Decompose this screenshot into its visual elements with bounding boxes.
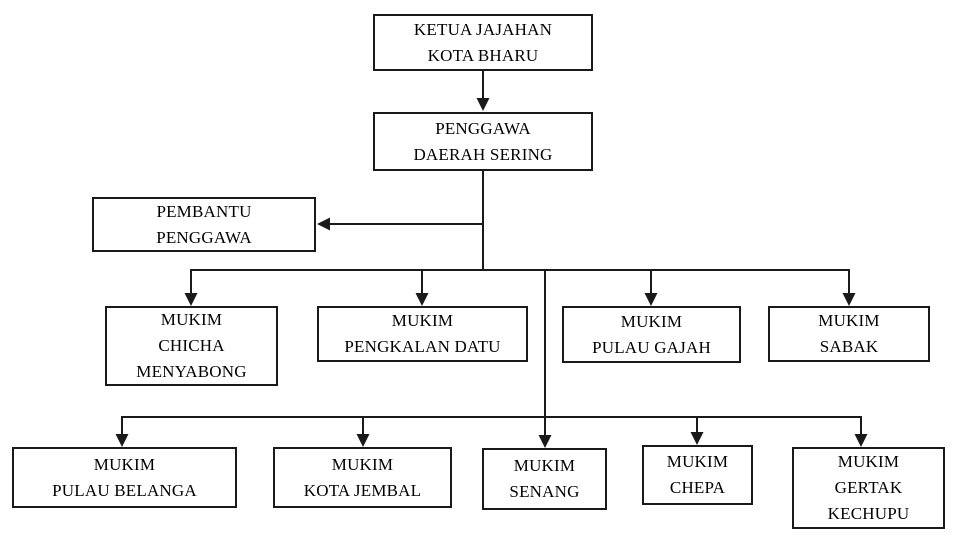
node-mukim-senang: MUKIM SENANG xyxy=(482,448,607,510)
node-label-line: MUKIM xyxy=(93,454,156,474)
node-label-line: CHEPA xyxy=(669,478,726,497)
node-mukim-pengkalan-datu: MUKIM PENGKALAN DATU xyxy=(317,306,528,362)
edge-to-mukim-kota-jembal-arrowhead xyxy=(356,434,370,447)
node-ketua-jajahan-kota-bharu: KETUA JAJAHAN KOTA BHARU xyxy=(373,14,593,71)
node-label-line: CHICHA xyxy=(158,336,225,355)
node-label-line: MUKIM xyxy=(666,452,729,471)
node-label-line: PENGGAWA xyxy=(156,227,252,247)
node-label-line: SABAK xyxy=(819,337,879,356)
node-label-line: KOTA JEMBAL xyxy=(303,480,422,500)
node-label-line: MUKIM xyxy=(818,311,880,330)
node-label-line: MUKIM xyxy=(837,452,900,471)
edge-to-mukim-chepa-arrowhead xyxy=(690,432,704,445)
node-mukim-pulau-gajah: MUKIM PULAU GAJAH xyxy=(562,306,741,363)
edge-to-mukim-chicha-arrowhead xyxy=(184,293,198,306)
node-label-line: DAERAH SERING xyxy=(413,144,553,164)
node-label-line: PENGGAWA xyxy=(435,118,531,138)
edge-to-mukim-sabak-arrowhead xyxy=(842,293,856,306)
node-label-line: MUKIM xyxy=(620,311,683,331)
node-label-line: MENYABONG xyxy=(136,362,247,381)
edge-to-mukim-pulau-gajah-arrowhead xyxy=(644,293,658,306)
edge-ketua-to-penggawa-arrowhead xyxy=(476,98,490,111)
node-label-line: KECHUPU xyxy=(827,504,910,523)
node-mukim-chepa: MUKIM CHEPA xyxy=(642,445,753,505)
node-label-line: KOTA BHARU xyxy=(427,45,539,65)
node-label-line: MUKIM xyxy=(160,310,223,329)
node-label-line: GERTAK xyxy=(834,478,903,497)
edge-penggawa-to-pembantu-arrowhead xyxy=(317,217,330,231)
node-label-line: MUKIM xyxy=(391,311,454,330)
node-label-line: PEMBANTU xyxy=(156,201,252,221)
node-mukim-gertak-kechupu: MUKIM GERTAK KECHUPU xyxy=(792,447,945,529)
node-label-line: KETUA JAJAHAN xyxy=(413,19,553,39)
node-pembantu-penggawa: PEMBANTU PENGGAWA xyxy=(92,197,316,252)
edge-to-mukim-senang-arrowhead xyxy=(538,435,552,448)
node-label-line: PULAU BELANGA xyxy=(52,480,197,500)
node-mukim-chicha-menyabong: MUKIM CHICHA MENYABONG xyxy=(105,306,278,386)
node-label-line: SENANG xyxy=(509,482,580,501)
node-penggawa-daerah-sering: PENGGAWA DAERAH SERING xyxy=(373,112,593,171)
edge-to-mukim-gertak-kechupu-arrowhead xyxy=(854,434,868,447)
node-label-line: PULAU GAJAH xyxy=(592,337,711,357)
node-label-line: MUKIM xyxy=(513,456,576,475)
node-mukim-pulau-belanga: MUKIM PULAU BELANGA xyxy=(12,447,237,508)
node-label-line: PENGKALAN DATU xyxy=(344,337,501,356)
edge-to-mukim-pengkalan-datu-arrowhead xyxy=(415,293,429,306)
edge-to-mukim-pulau-belanga-arrowhead xyxy=(115,434,129,447)
node-mukim-kota-jembal: MUKIM KOTA JEMBAL xyxy=(273,447,452,508)
node-mukim-sabak: MUKIM SABAK xyxy=(768,306,930,362)
node-label-line: MUKIM xyxy=(331,454,394,474)
